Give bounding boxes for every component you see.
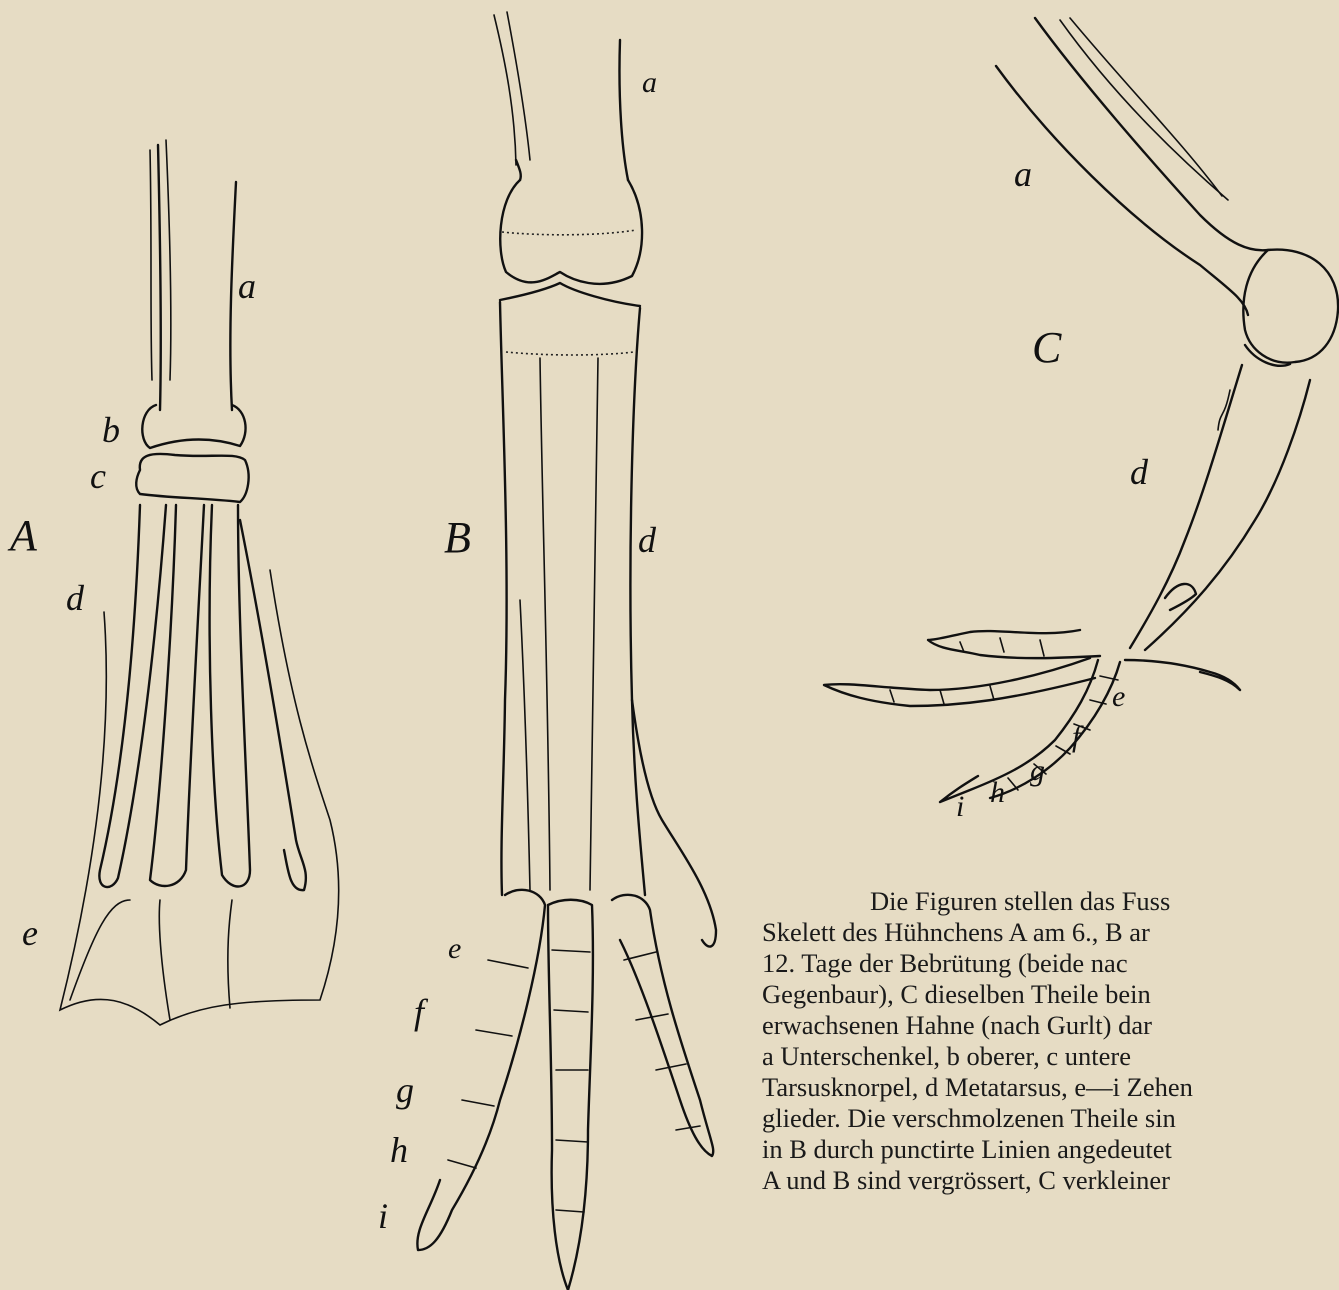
figure-c-title: C [1032, 323, 1062, 372]
figure-c-label-i: i [956, 790, 964, 823]
caption-line: glieder. Die verschmolzenen Theile sin [762, 1103, 1339, 1134]
figure-a-drawing [60, 140, 339, 1025]
figure-a-title: A [7, 511, 38, 560]
figure-c-label-h: h [990, 776, 1005, 809]
caption-line: erwachsenen Hahne (nach Gurlt) dar [762, 1010, 1339, 1041]
caption-line: Gegenbaur), C dieselben Theile bein [762, 979, 1339, 1010]
figure-c-label-a: a [1014, 154, 1032, 194]
caption-line: Tarsusknorpel, d Metatarsus, e—i Zehen [762, 1072, 1339, 1103]
figure-b-label-a: a [642, 66, 657, 99]
figure-a-label-d: d [66, 578, 85, 618]
caption-line: A und B sind vergrössert, C verkleiner [762, 1165, 1339, 1196]
figure-b-label-f: f [414, 992, 429, 1032]
figure-a-label-a: a [238, 266, 256, 306]
figure-b-drawing [417, 12, 716, 1290]
caption-line: in B durch punctirte Linien angedeutet [762, 1134, 1339, 1165]
figure-c-label-d: d [1130, 452, 1149, 492]
figure-a-label-c: c [90, 456, 106, 496]
caption-line: 12. Tage der Bebrütung (beide nac [762, 948, 1339, 979]
figure-b-label-h: h [390, 1130, 408, 1170]
figure-c-drawing [824, 18, 1338, 802]
figure-c-label-g: g [1030, 754, 1045, 787]
figure-c-label-f: f [1072, 720, 1084, 753]
figure-a-label-e: e [22, 913, 38, 953]
figure-b-title: B [444, 513, 471, 562]
caption-line: Die Figuren stellen das Fuss [762, 886, 1339, 917]
figure-c-label-e: e [1112, 680, 1125, 713]
figure-caption: Die Figuren stellen das Fuss Skelett des… [762, 886, 1339, 1196]
figure-b-label-d: d [638, 520, 657, 560]
figure-b-label-e: e [448, 932, 461, 965]
caption-line: Skelett des Hühnchens A am 6., B ar [762, 917, 1339, 948]
caption-line: a Unterschenkel, b oberer, c untere [762, 1041, 1339, 1072]
figure-a-label-b: b [102, 410, 120, 450]
figure-b-label-i: i [378, 1196, 388, 1236]
figure-b-label-g: g [396, 1070, 414, 1110]
